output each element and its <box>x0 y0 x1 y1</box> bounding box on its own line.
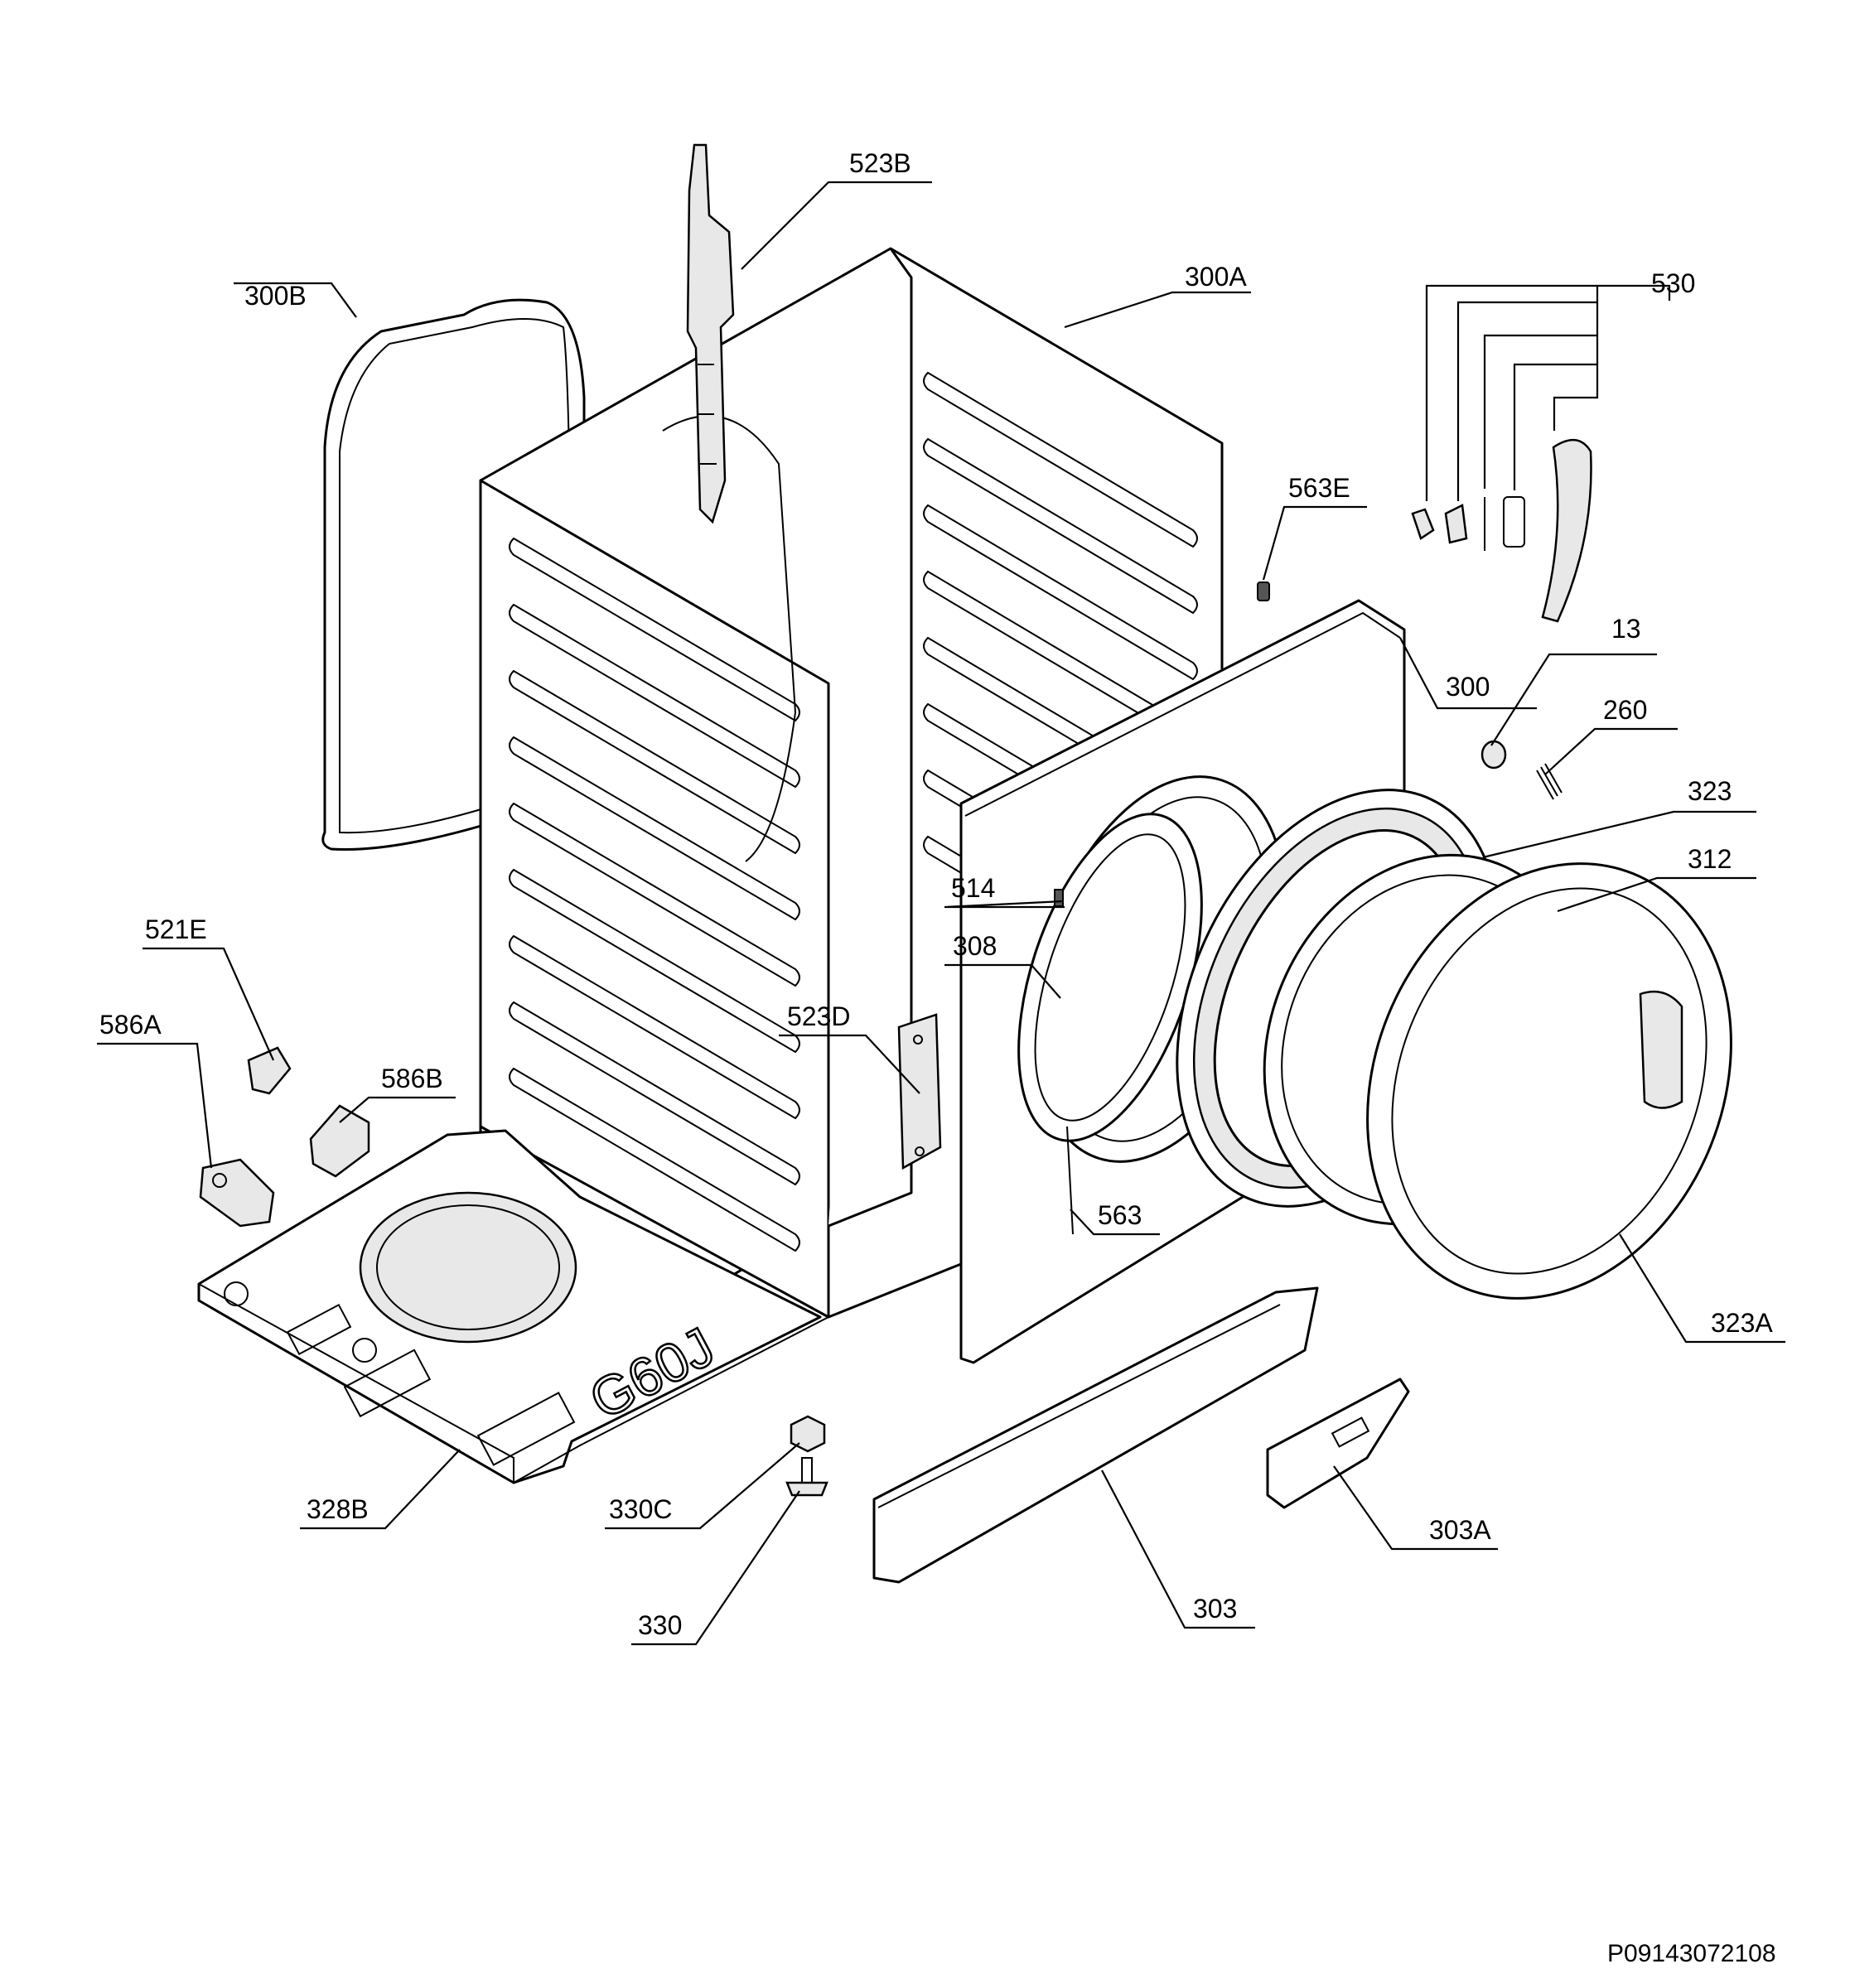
label-586A: 586A <box>99 1010 162 1040</box>
part-330C-nut <box>790 1415 826 1453</box>
part-523D-bracket <box>897 1013 942 1170</box>
part-303A-drawer-front <box>1266 1378 1410 1509</box>
label-328B: 328B <box>307 1494 369 1524</box>
part-530-door-handle-kit <box>1411 284 1599 623</box>
label-13: 13 <box>1611 614 1641 644</box>
part-260-spring <box>1536 763 1563 800</box>
part-586B-bracket <box>309 1104 370 1178</box>
label-312: 312 <box>1688 844 1732 874</box>
part-563E-pin <box>1257 581 1270 601</box>
label-308: 308 <box>953 931 997 961</box>
label-530: 530 <box>1651 268 1695 298</box>
label-303: 303 <box>1193 1594 1237 1624</box>
part-328B-base: G60J <box>197 1129 829 1484</box>
leader-lines <box>97 181 1785 1646</box>
drawing-code: P09143072108 <box>1607 1940 1776 1967</box>
side-panel-ribs <box>509 537 800 1252</box>
label-303A: 303A <box>1429 1515 1491 1545</box>
label-300: 300 <box>1446 672 1490 702</box>
label-521E: 521E <box>145 914 207 944</box>
label-323A: 323A <box>1711 1308 1773 1338</box>
label-586B: 586B <box>381 1064 443 1093</box>
label-523D: 523D <box>787 1001 851 1031</box>
part-586A-bracket <box>199 1158 275 1228</box>
label-514: 514 <box>951 873 995 903</box>
part-514-screw <box>1054 889 1064 907</box>
part-523B-bracket <box>686 143 735 524</box>
label-563E: 563E <box>1288 473 1350 503</box>
label-300B: 300B <box>244 281 307 311</box>
part-13-cap <box>1480 740 1507 770</box>
label-563: 563 <box>1098 1200 1142 1230</box>
label-330C: 330C <box>609 1494 673 1524</box>
part-330-foot <box>785 1457 828 1497</box>
callout-labels: 523B 300B 300A 530 563E 13 300 260 323 3… <box>99 148 1773 1640</box>
part-303-control-panel <box>872 1286 1319 1584</box>
part-308-door-seal <box>1017 813 1203 1142</box>
label-523B: 523B <box>849 148 911 178</box>
label-330: 330 <box>638 1610 682 1640</box>
label-260: 260 <box>1603 695 1647 725</box>
part-323A-outer-door <box>1366 862 1732 1300</box>
label-300A: 300A <box>1185 262 1247 292</box>
part-521E-sensor <box>247 1046 292 1095</box>
part-563-cable <box>1066 1126 1074 1235</box>
label-323: 323 <box>1688 776 1732 806</box>
